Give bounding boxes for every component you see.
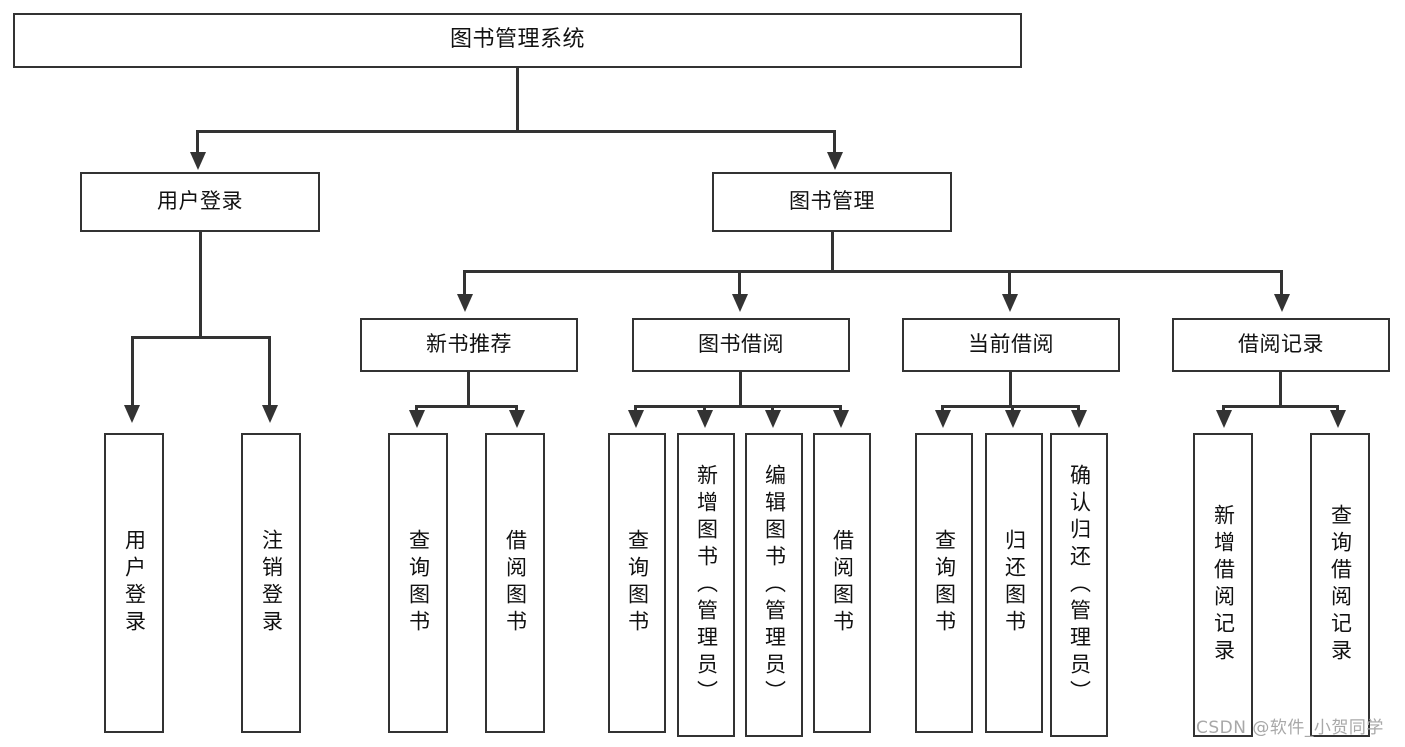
- edge-book-admin-stem: [831, 232, 834, 272]
- edge-borrow-record-bus: [1222, 405, 1339, 408]
- node-leaf-query-book-rec[interactable]: 查询图书: [388, 433, 448, 733]
- edge-user-login-to-leaf-1: [131, 336, 134, 409]
- node-label: 用户登录: [157, 189, 243, 214]
- arrow-to-leaf-query-book-borrow: [628, 410, 644, 428]
- node-label: 新书推荐: [426, 332, 512, 357]
- edge-root-to-book-admin: [833, 130, 836, 156]
- edge-user-login-stem: [199, 232, 202, 338]
- node-label: 用户登录: [122, 529, 147, 637]
- edge-new-book-rec-bus: [415, 405, 518, 408]
- csdn-watermark: CSDN @软件_小贺同学: [1196, 718, 1384, 738]
- node-user-login[interactable]: 用户登录: [80, 172, 320, 232]
- node-label: 注销登录: [259, 529, 284, 637]
- node-leaf-query-book-cur[interactable]: 查询图书: [915, 433, 973, 733]
- edge-book-admin-to-new-book-rec: [463, 270, 466, 298]
- node-label: 借阅图书: [830, 529, 855, 637]
- arrow-to-leaf-user-login: [124, 405, 140, 423]
- node-leaf-borrow-book[interactable]: 借阅图书: [813, 433, 871, 733]
- node-leaf-confirm-return[interactable]: 确认归还（管理员）: [1050, 433, 1108, 737]
- node-new-book-rec[interactable]: 新书推荐: [360, 318, 578, 372]
- node-label: 新增借阅记录: [1211, 504, 1236, 666]
- node-leaf-user-login[interactable]: 用户登录: [104, 433, 164, 733]
- arrow-to-user-login: [190, 152, 206, 170]
- node-label: 当前借阅: [968, 332, 1054, 357]
- node-label: 图书管理: [789, 189, 875, 214]
- node-book-admin[interactable]: 图书管理: [712, 172, 952, 232]
- edge-book-borrow-bus: [634, 405, 842, 408]
- node-borrow-record[interactable]: 借阅记录: [1172, 318, 1390, 372]
- arrow-to-book-admin: [827, 152, 843, 170]
- node-label: 借阅记录: [1238, 332, 1324, 357]
- arrow-to-leaf-edit-book: [765, 410, 781, 428]
- arrow-to-leaf-query-book-rec: [409, 410, 425, 428]
- node-leaf-add-record[interactable]: 新增借阅记录: [1193, 433, 1253, 737]
- edge-root-bus: [196, 130, 836, 133]
- edge-borrow-record-stem: [1279, 372, 1282, 407]
- edge-root-to-user-login: [196, 130, 199, 156]
- arrow-to-new-book-rec: [457, 294, 473, 312]
- node-label: 查询图书: [625, 529, 650, 637]
- node-label: 借阅图书: [503, 529, 528, 637]
- edge-book-admin-to-book-borrow: [738, 270, 741, 298]
- node-label: 图书管理系统: [449, 27, 585, 53]
- node-book-borrow[interactable]: 图书借阅: [632, 318, 850, 372]
- edge-book-borrow-stem: [739, 372, 742, 407]
- node-label: 确认归还（管理员）: [1067, 463, 1092, 707]
- node-label: 编辑图书（管理员）: [762, 463, 787, 707]
- node-label: 归还图书: [1002, 529, 1027, 637]
- node-current-borrow[interactable]: 当前借阅: [902, 318, 1120, 372]
- edge-new-book-rec-stem: [467, 372, 470, 407]
- arrow-to-leaf-query-book-cur: [935, 410, 951, 428]
- arrow-to-current-borrow: [1002, 294, 1018, 312]
- arrow-to-leaf-borrow-book-rec: [509, 410, 525, 428]
- node-leaf-query-record[interactable]: 查询借阅记录: [1310, 433, 1370, 737]
- edge-root-stem: [516, 68, 519, 131]
- edge-current-borrow-bus: [941, 405, 1080, 408]
- node-root-book-management-system[interactable]: 图书管理系统: [13, 13, 1022, 68]
- edge-book-admin-to-borrow-record: [1280, 270, 1283, 298]
- edge-current-borrow-stem: [1009, 372, 1012, 407]
- arrow-to-leaf-borrow-book: [833, 410, 849, 428]
- arrow-to-leaf-return-book: [1005, 410, 1021, 428]
- arrow-to-leaf-confirm-return: [1071, 410, 1087, 428]
- node-leaf-return-book[interactable]: 归还图书: [985, 433, 1043, 733]
- node-label: 新增图书（管理员）: [694, 463, 719, 707]
- node-leaf-add-book[interactable]: 新增图书（管理员）: [677, 433, 735, 737]
- arrow-to-leaf-add-book: [697, 410, 713, 428]
- node-label: 查询借阅记录: [1328, 504, 1353, 666]
- node-label: 图书借阅: [698, 332, 784, 357]
- arrow-to-book-borrow: [732, 294, 748, 312]
- node-leaf-logout[interactable]: 注销登录: [241, 433, 301, 733]
- arrow-to-borrow-record: [1274, 294, 1290, 312]
- arrow-to-leaf-add-record: [1216, 410, 1232, 428]
- arrow-to-leaf-logout: [262, 405, 278, 423]
- node-leaf-query-book-borrow[interactable]: 查询图书: [608, 433, 666, 733]
- arrow-to-leaf-query-record: [1330, 410, 1346, 428]
- edge-user-login-bus: [131, 336, 271, 339]
- node-leaf-edit-book[interactable]: 编辑图书（管理员）: [745, 433, 803, 737]
- edge-book-admin-to-current-borrow: [1008, 270, 1011, 298]
- node-leaf-borrow-book-rec[interactable]: 借阅图书: [485, 433, 545, 733]
- node-label: 查询图书: [406, 529, 431, 637]
- edge-user-login-to-leaf-2: [268, 336, 271, 409]
- edge-book-admin-bus: [463, 270, 1283, 273]
- node-label: 查询图书: [932, 529, 957, 637]
